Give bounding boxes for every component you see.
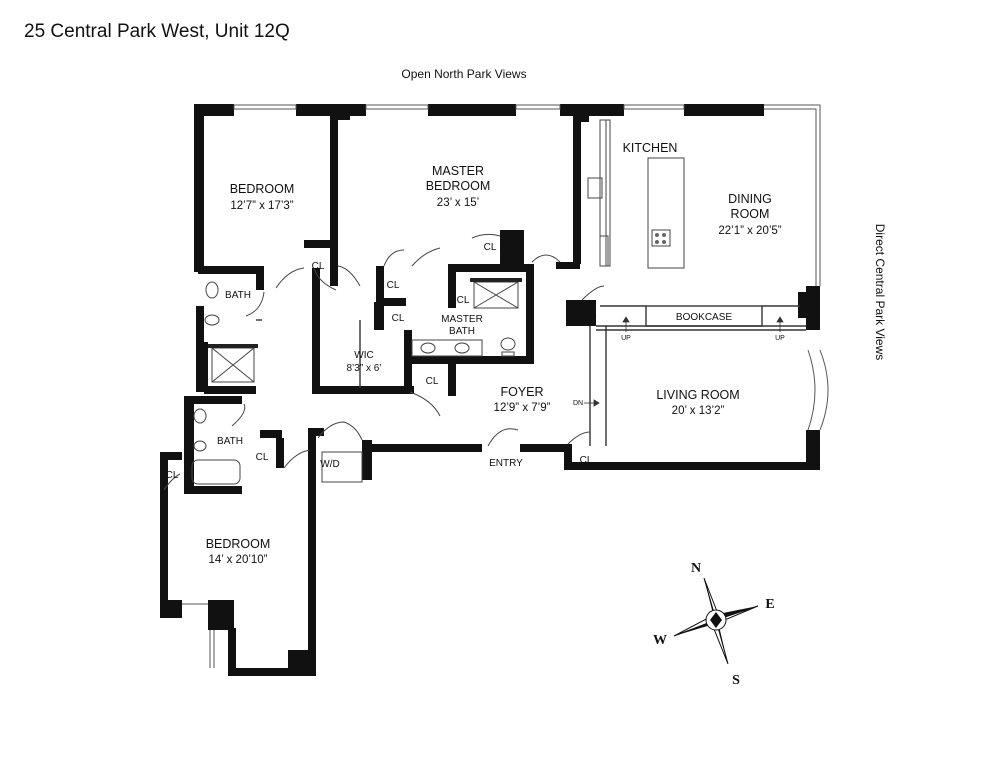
closet-label: CL: [457, 295, 470, 306]
foyer-dims: 12’9” x 7’9”: [494, 402, 551, 414]
east-views-note: Direct Central Park Views: [873, 224, 887, 361]
closet-label: CL: [392, 313, 405, 324]
bedroom1-name: BEDROOM: [230, 182, 295, 196]
entry-label: ENTRY: [489, 458, 523, 469]
dining-dims: 22’1” x 20’5”: [718, 225, 781, 237]
wic-dims: 8’3” x 6’: [346, 363, 381, 374]
up-arrows: [584, 316, 784, 407]
compass-rose-icon: [673, 577, 759, 665]
closet-label: CL: [256, 452, 269, 463]
stairs-down-label: DN: [573, 400, 583, 407]
master-dims: 23’ x 15’: [437, 197, 479, 209]
master-name-line1: MASTER: [432, 164, 484, 178]
windows: [182, 104, 829, 668]
compass-east: E: [765, 597, 774, 612]
master-bath-line1: MASTER: [441, 314, 483, 325]
kitchen-name: KITCHEN: [623, 141, 678, 155]
bedroom1-dims: 12’7” x 17’3”: [230, 200, 293, 212]
kitchen-fixtures: [587, 119, 685, 269]
north-views-note: Open North Park Views: [401, 67, 526, 81]
dining-name-line1: DINING: [728, 192, 772, 206]
walls: [160, 104, 820, 676]
stove-burners: [655, 233, 666, 244]
closet-label: CL: [426, 376, 439, 387]
master-bath-line2: BATH: [449, 326, 475, 337]
foyer-name: FOYER: [500, 385, 543, 399]
bath-fixtures: [191, 281, 519, 485]
closet-label: CL: [484, 242, 497, 253]
wic-name: WIC: [354, 350, 373, 361]
bedroom2-name: BEDROOM: [206, 537, 271, 551]
thin-lines: [256, 305, 806, 446]
dining-name-line2: ROOM: [731, 207, 770, 221]
bedroom2-dims: 14’ x 20’10”: [208, 554, 267, 566]
bath2-name: BATH: [217, 436, 243, 447]
compass-north: N: [691, 561, 701, 576]
closet-label: CL: [584, 308, 597, 319]
stairs-up-label: UP: [775, 335, 785, 342]
compass-south: S: [732, 673, 740, 688]
plan-title: 25 Central Park West, Unit 12Q: [24, 21, 290, 42]
stairs-up-label: UP: [621, 335, 631, 342]
living-dims: 20’ x 13’2”: [672, 405, 725, 417]
shower-fill: [208, 278, 522, 348]
closet-label: CL: [312, 261, 325, 272]
closet-label: CL: [166, 470, 179, 481]
doors: [163, 233, 605, 491]
bookcase-label: BOOKCASE: [676, 312, 732, 323]
master-name-line2: BEDROOM: [426, 179, 491, 193]
closet-label: CL: [387, 280, 400, 291]
living-name: LIVING ROOM: [656, 388, 739, 402]
bath1-name: BATH: [225, 290, 251, 301]
washer-dryer-label: W/D: [320, 459, 339, 470]
compass-west: W: [653, 633, 667, 648]
closet-label: CL: [580, 455, 593, 466]
